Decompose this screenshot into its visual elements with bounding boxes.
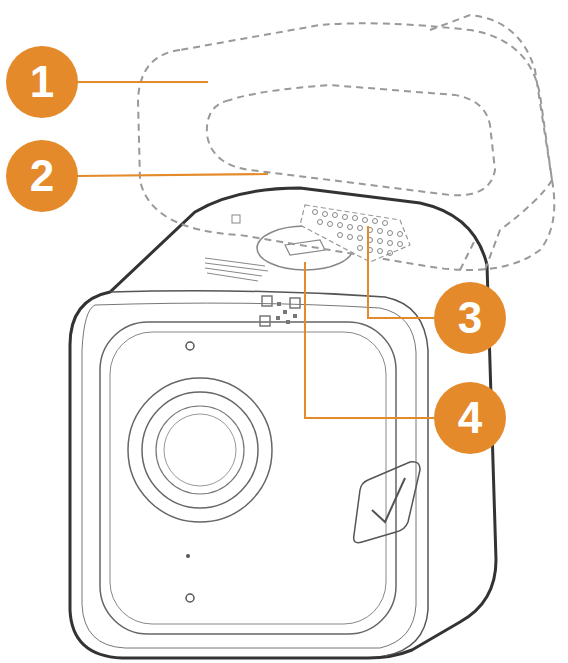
front-edge [110,291,428,656]
front-edge-inner [82,303,416,648]
callout-number: 3 [435,283,505,353]
top-mark [232,215,240,223]
lens [156,406,244,494]
lens-ring [142,392,258,508]
camera-body [70,188,496,658]
front-bezel-inner [110,332,386,624]
callout-number: 2 [7,141,77,211]
front-bezel [100,322,396,634]
lens-ring [128,378,272,522]
label-text-lines [205,258,268,281]
indicator-dot [186,594,194,602]
leader-line [76,82,434,418]
grille-holes [313,210,403,256]
callout-disc [6,46,506,454]
check-mark [372,478,405,522]
callout-number: 1 [7,47,77,117]
lens-inner [164,414,236,486]
callout-number: 4 [435,383,505,453]
qr-code [260,296,300,326]
indicator-dot [186,342,194,350]
mount-outline [138,15,554,270]
mic-dot [186,554,190,558]
grille [300,205,410,262]
socket-slot [285,240,325,255]
side-logo [354,462,420,543]
